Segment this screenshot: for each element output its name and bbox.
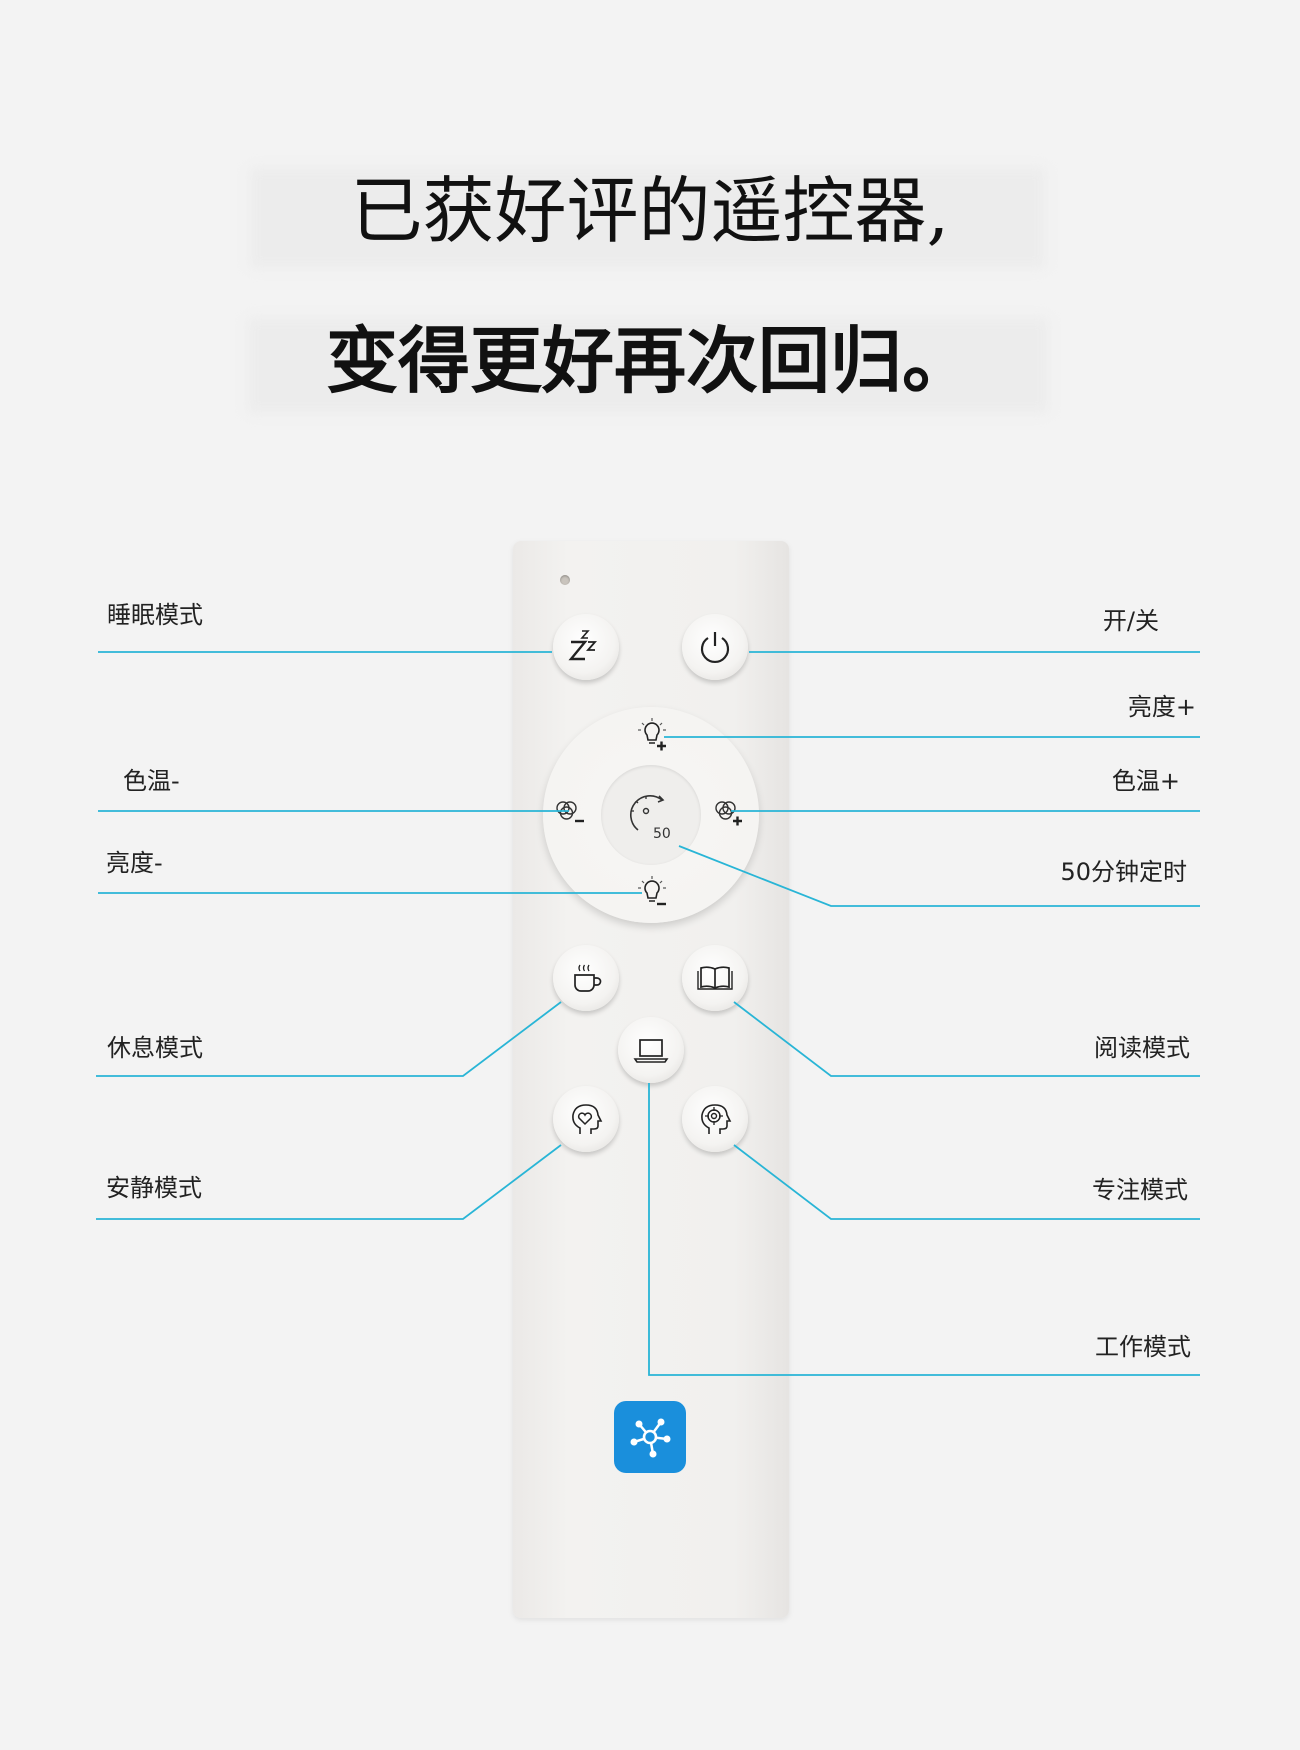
headline-line-2: 变得更好再次回归。	[325, 319, 974, 403]
work-mode-button[interactable]	[618, 1017, 684, 1083]
label-brightness-up: 亮度+	[1127, 693, 1196, 721]
leader-line-timer	[678, 845, 1200, 907]
sleep-mode-button[interactable]	[553, 614, 619, 680]
label-color-temp-down: 色温-	[123, 767, 180, 795]
label-sleep-mode: 睡眠模式	[107, 601, 203, 629]
quiet-mode-button[interactable]	[553, 1086, 619, 1152]
label-power: 开/关	[1102, 607, 1159, 635]
leader-line-reading	[733, 1001, 1200, 1077]
label-rest-mode: 休息模式	[107, 1034, 203, 1062]
bulb-plus-icon	[638, 718, 666, 751]
color-temp-up-button[interactable]	[710, 793, 750, 833]
leader-line-rest	[96, 1001, 562, 1077]
color-temp-down-button[interactable]	[551, 793, 591, 833]
open-book-icon	[697, 966, 733, 990]
headline-line-1: 已获好评的遥控器,	[350, 169, 950, 253]
laptop-icon	[633, 1039, 669, 1063]
power-icon	[700, 632, 730, 663]
timer-dial-icon: 50	[629, 795, 671, 842]
color-circles-plus-icon	[715, 801, 742, 826]
coffee-cup-icon	[574, 964, 602, 992]
brightness-down-button[interactable]	[633, 873, 673, 913]
timer-value: 50	[653, 826, 671, 842]
label-timer: 50分钟定时	[1060, 858, 1187, 886]
label-quiet-mode: 安静模式	[106, 1174, 202, 1202]
pairing-hub-button[interactable]	[614, 1401, 686, 1473]
focus-mode-button[interactable]	[682, 1086, 748, 1152]
leader-line-focus	[733, 1144, 1200, 1220]
label-work-mode: 工作模式	[1095, 1333, 1191, 1361]
brightness-up-button[interactable]	[633, 715, 673, 755]
headline-backdrop	[250, 168, 1045, 268]
label-color-temp-up: 色温+	[1111, 767, 1180, 795]
label-brightness-down: 亮度-	[106, 849, 163, 877]
head-target-icon	[701, 1104, 732, 1134]
label-reading-mode: 阅读模式	[1094, 1034, 1190, 1062]
bulb-minus-icon	[638, 876, 666, 906]
color-circles-minus-icon	[556, 801, 584, 823]
leader-line-quiet	[96, 1144, 562, 1220]
head-heart-icon	[572, 1104, 603, 1134]
label-focus-mode: 专注模式	[1092, 1176, 1188, 1204]
network-nodes-icon	[630, 1418, 671, 1458]
sleep-zzz-icon	[568, 630, 597, 661]
indicator-led	[560, 575, 570, 585]
headline-backdrop	[248, 318, 1048, 413]
leader-line-work	[648, 1083, 1200, 1376]
rest-mode-button[interactable]	[553, 945, 619, 1011]
power-button[interactable]	[682, 614, 748, 680]
reading-mode-button[interactable]	[682, 945, 748, 1011]
